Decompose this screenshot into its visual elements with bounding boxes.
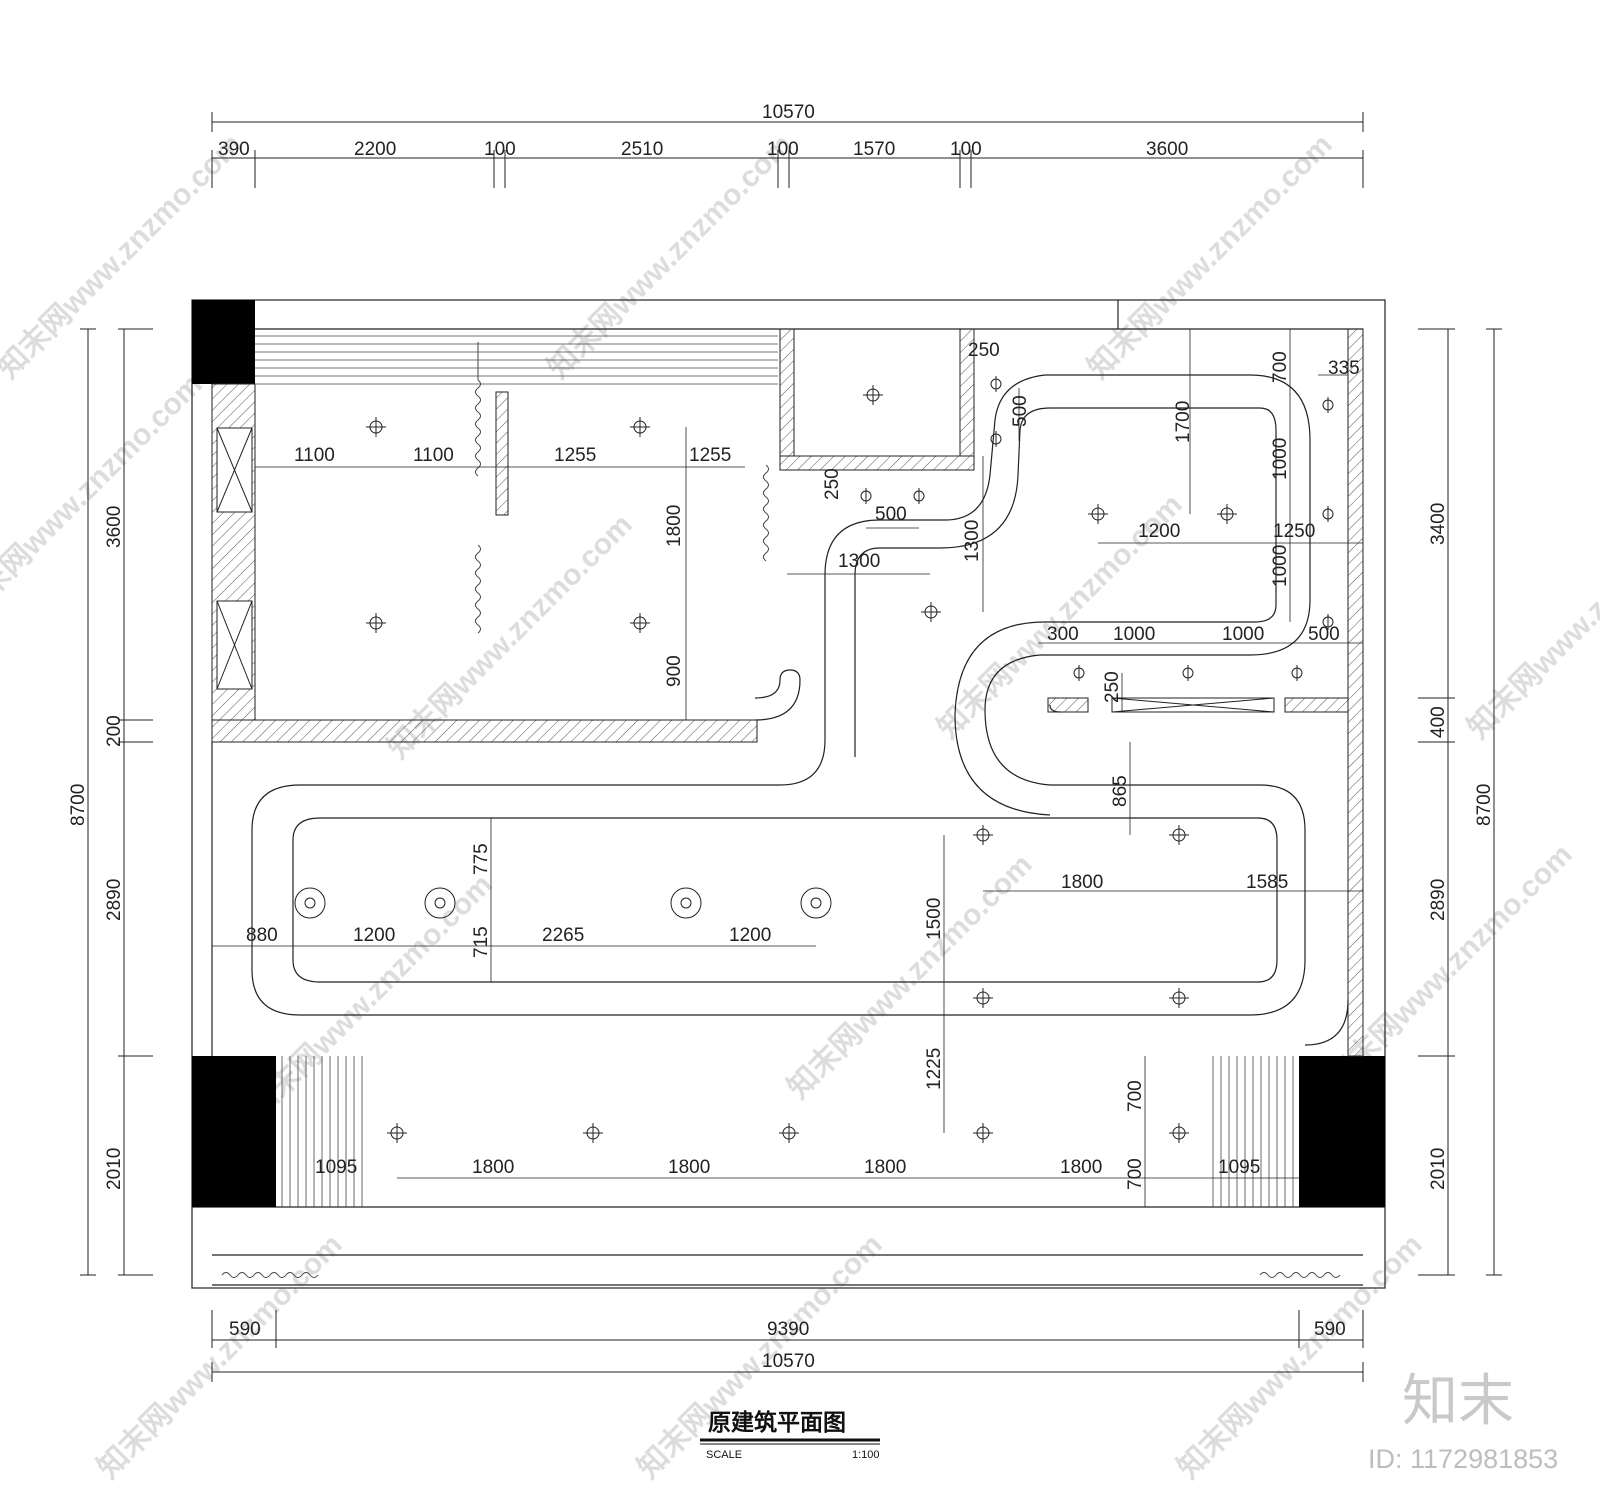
dim-interior: 1300 (838, 551, 880, 572)
dim-interior: 1095 (315, 1157, 357, 1178)
dim-right-seg: 2890 (1428, 879, 1449, 921)
dim-interior: 1100 (413, 445, 454, 466)
watermark-text: 知末网www.znzmo.com (92, 1228, 349, 1485)
dim-interior: 700 (1125, 1080, 1146, 1112)
watermark-text: 知末网www.znzmo.com (632, 1228, 889, 1485)
dim-interior: 1800 (1061, 872, 1103, 893)
dim-top-seg: 100 (950, 139, 982, 160)
dim-interior: 900 (664, 655, 685, 687)
dim-interior: 500 (1010, 395, 1031, 427)
watermark-text: 知末网www.znzmo.com (542, 128, 799, 385)
scale-value: 1:100 (852, 1449, 880, 1461)
watermark-text: 知末网www.znzmo.com (1082, 128, 1339, 385)
dim-interior: 880 (246, 925, 278, 946)
ceiling-track (251, 374, 1349, 1046)
title-block: 原建筑平面图 SCALE 1:100 (700, 1409, 880, 1461)
dim-bottom-seg: 590 (229, 1319, 261, 1340)
dim-interior: 1200 (729, 925, 771, 946)
dim-interior: 1300 (962, 520, 983, 562)
dim-top-seg: 1570 (853, 139, 895, 160)
dim-top-seg: 100 (767, 139, 799, 160)
dim-bottom-seg: 9390 (767, 1319, 809, 1340)
dim-bottom-total: 10570 (762, 1351, 815, 1372)
dim-interior: 700 (1270, 351, 1291, 383)
dim-right-seg: 2010 (1428, 1148, 1449, 1190)
dim-top-seg: 100 (484, 139, 516, 160)
dim-left-total: 8700 (68, 784, 89, 826)
dim-right-seg: 3400 (1428, 503, 1449, 545)
dim-interior: 1800 (668, 1157, 710, 1178)
dimension-lines (80, 112, 1502, 1382)
dim-right-seg: 400 (1428, 706, 1449, 738)
watermark-text: 知末网www.znzmo.com (242, 868, 499, 1125)
window-frames (216, 427, 1275, 713)
dim-interior: 1500 (924, 898, 945, 940)
dim-left-seg: 2010 (104, 1148, 125, 1190)
watermark-text: 知末网www.znzmo.com (782, 848, 1039, 1105)
dim-interior: 1800 (472, 1157, 514, 1178)
dim-interior: 1225 (924, 1048, 945, 1090)
dim-top-seg: 2510 (621, 139, 663, 160)
curtain-lines (221, 342, 1341, 1278)
znzmo-logo: 知末 (1402, 1369, 1514, 1434)
plan-outline (191, 299, 1386, 1289)
dim-interior: 1000 (1270, 545, 1291, 587)
interior-dimension-lines (212, 329, 1363, 1207)
dim-interior: 1800 (1060, 1157, 1102, 1178)
dim-left-seg: 200 (104, 715, 125, 747)
dim-left-seg: 3600 (104, 506, 125, 548)
dim-interior: 335 (1328, 358, 1360, 379)
dim-interior: 715 (471, 926, 492, 958)
dim-right-total: 8700 (1474, 784, 1495, 826)
dim-interior: 2265 (542, 925, 584, 946)
watermark-logo: 知末 ID: 1172981853 (1368, 1369, 1558, 1474)
structural-columns (192, 300, 1385, 1207)
scale-label: SCALE (706, 1449, 742, 1461)
dim-top-total: 10570 (762, 102, 815, 123)
dim-interior: 1000 (1270, 438, 1291, 480)
dim-interior: 1255 (554, 445, 596, 466)
dim-interior: 250 (968, 340, 1000, 361)
dim-bottom-seg: 590 (1314, 1319, 1346, 1340)
dim-left-seg: 2890 (104, 879, 125, 921)
image-id-label: ID: 1172981853 (1368, 1444, 1558, 1474)
dim-interior: 1000 (1222, 624, 1264, 645)
dimension-labels: 10570 390 2200 100 2510 100 1570 100 360… (68, 102, 1495, 1372)
dim-interior: 1700 (1173, 401, 1194, 443)
dim-interior: 1255 (689, 445, 731, 466)
dim-interior: 1800 (664, 505, 685, 547)
watermark-text: 知末网www.znzmo.com (0, 368, 209, 625)
drawing-title: 原建筑平面图 (708, 1409, 846, 1436)
dim-interior: 1000 (1113, 624, 1155, 645)
ceiling-lights (294, 376, 1334, 1143)
dim-interior: 1200 (353, 925, 395, 946)
dim-top-seg: 390 (218, 139, 250, 160)
dim-interior: 250 (822, 468, 843, 500)
dim-interior: 250 (1102, 671, 1123, 703)
dim-interior: 1585 (1246, 872, 1288, 893)
dim-interior: 700 (1125, 1158, 1146, 1190)
dim-interior: 865 (1110, 775, 1131, 807)
dim-interior: 500 (875, 504, 907, 525)
dim-top-seg: 3600 (1146, 139, 1188, 160)
striped-areas (255, 335, 1294, 1207)
dim-interior: 500 (1308, 624, 1340, 645)
dim-interior: 775 (471, 843, 492, 875)
dim-top-seg: 2200 (354, 139, 396, 160)
dim-interior: 1250 (1273, 521, 1315, 542)
dim-interior: 1800 (864, 1157, 906, 1178)
dim-interior: 1200 (1138, 521, 1180, 542)
dim-interior: 300 (1047, 624, 1079, 645)
watermark-text: 知末网www.znzmo.com (1462, 488, 1600, 745)
dim-interior: 1095 (1218, 1157, 1260, 1178)
dim-interior: 1100 (294, 445, 335, 466)
